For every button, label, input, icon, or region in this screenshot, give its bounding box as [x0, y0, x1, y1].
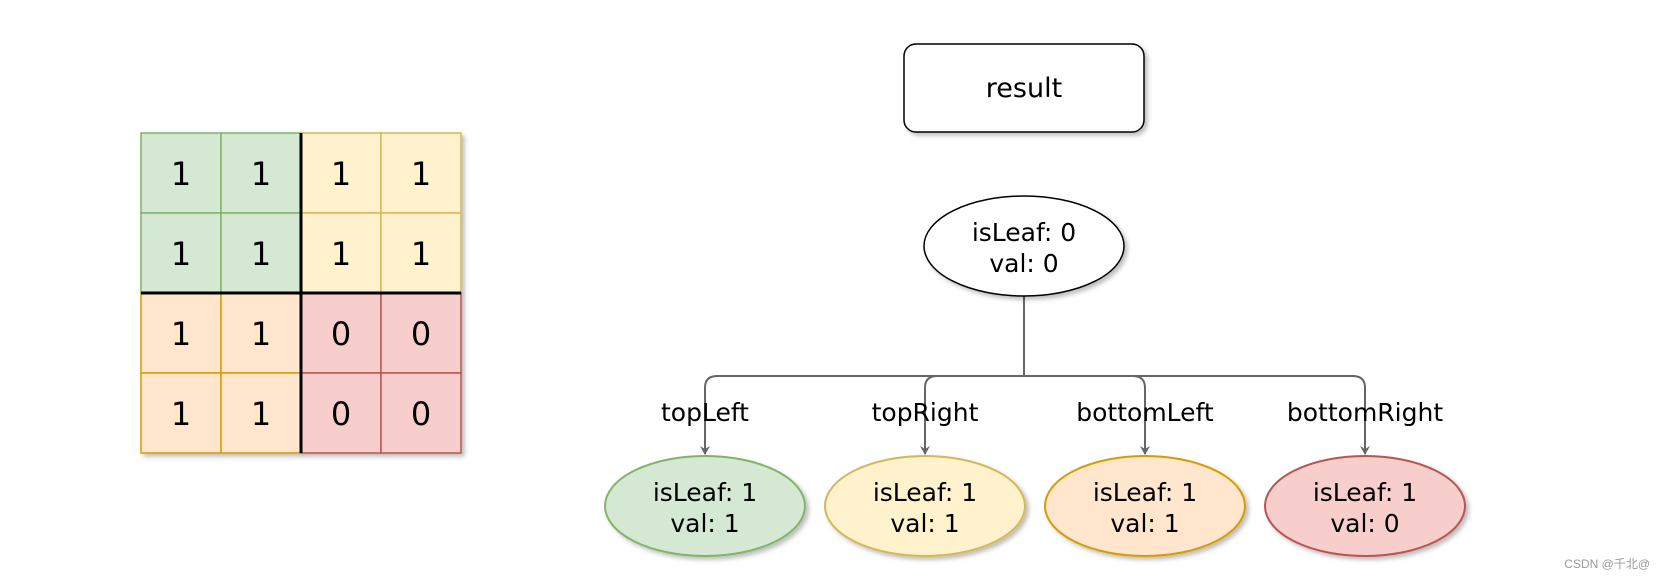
grid-cell: [380, 212, 462, 294]
grid-cell-value: 1: [171, 395, 191, 433]
edge-label-topRight: topRight: [872, 398, 979, 427]
grid-cell: [140, 372, 222, 454]
grid-cell: [380, 132, 462, 214]
grid-cell-value: 1: [171, 235, 191, 273]
edge-topLeft: [700, 375, 1024, 455]
child-isleaf-text: isLeaf: 1: [873, 478, 977, 507]
grid-cell: [300, 132, 382, 214]
root-node: isLeaf: 0 val: 0: [923, 195, 1125, 297]
grid-cell: [380, 292, 462, 374]
child-isleaf-text: isLeaf: 1: [1093, 478, 1197, 507]
child-val-text: val: 1: [1110, 509, 1179, 538]
edge-topRight: [920, 375, 1024, 455]
child-val-text: val: 1: [890, 509, 959, 538]
edge-label-bottomRight: bottomRight: [1287, 398, 1443, 427]
grid-cell-value: 1: [411, 155, 431, 193]
child-node-shape: [1044, 455, 1246, 557]
grid-cell-value: 1: [171, 155, 191, 193]
grid-cell-value: 1: [251, 315, 271, 353]
grid-cell-value: 0: [331, 395, 351, 433]
grid-matrix: 1 1 1 1 1 1 1 1 1 1 0 0 1 1 0 0: [140, 132, 462, 454]
child-val-text: val: 1: [670, 509, 739, 538]
tree-edges: topLeft topRight bottomLeft bottomRight: [661, 296, 1443, 455]
child-isleaf-text: isLeaf: 1: [653, 478, 757, 507]
edge-bottomRight: [1024, 375, 1370, 455]
child-node-shape: [604, 455, 806, 557]
grid-cell-value: 0: [411, 395, 431, 433]
grid-cell-value: 1: [251, 395, 271, 433]
grid-cell: [220, 372, 302, 454]
child-node-shape: [824, 455, 1026, 557]
result-box: result: [903, 43, 1145, 133]
result-label: result: [986, 73, 1062, 104]
grid-cell-value: 1: [331, 155, 351, 193]
child-val-text: val: 0: [1330, 509, 1399, 538]
grid-cell: [220, 132, 302, 214]
edge-label-topLeft: topLeft: [661, 398, 749, 427]
root-isleaf-text: isLeaf: 0: [972, 218, 1076, 247]
root-val-text: val: 0: [989, 249, 1058, 278]
grid-cell-value: 1: [171, 315, 191, 353]
grid-cell-value: 1: [251, 235, 271, 273]
grid-cell: [220, 212, 302, 294]
grid-cell: [220, 292, 302, 374]
grid-cell-value: 1: [251, 155, 271, 193]
grid-cell-value: 0: [411, 315, 431, 353]
edge-label-bottomLeft: bottomLeft: [1076, 398, 1214, 427]
grid-cell-value: 1: [331, 235, 351, 273]
grid-cell: [380, 372, 462, 454]
grid-cell-value: 1: [411, 235, 431, 273]
child-node-shape: [1264, 455, 1466, 557]
watermark: CSDN @千北@: [1564, 557, 1650, 571]
child-isleaf-text: isLeaf: 1: [1313, 478, 1417, 507]
grid-cell-value: 0: [331, 315, 351, 353]
grid-cell: [140, 132, 222, 214]
